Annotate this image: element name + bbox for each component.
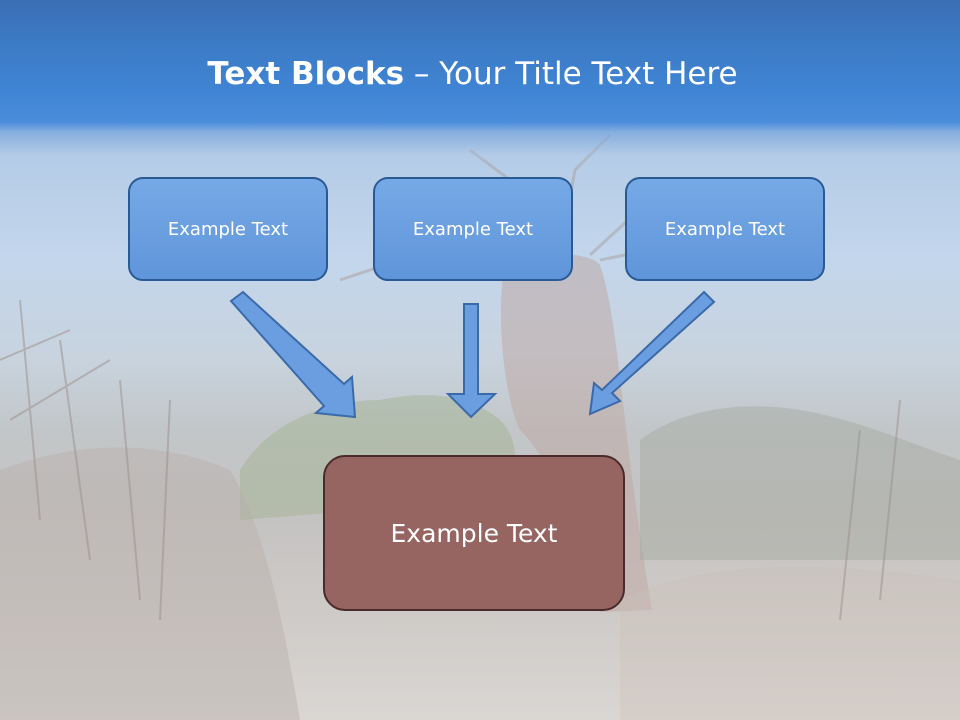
text-block-3[interactable]: Example Text: [625, 177, 825, 281]
title-rest: – Your Title Text Here: [404, 56, 738, 92]
text-block-2[interactable]: Example Text: [373, 177, 573, 281]
slide-title: Text Blocks – Your Title Text Here: [0, 52, 945, 96]
target-block[interactable]: Example Text: [323, 455, 625, 611]
title-bold: Text Blocks: [207, 56, 405, 92]
text-block-2-label: Example Text: [412, 218, 534, 240]
arrow-middle: [445, 303, 498, 419]
title-band: [0, 0, 960, 170]
arrow-left: [229, 290, 357, 419]
text-block-1-label: Example Text: [167, 218, 289, 240]
arrow-right: [588, 290, 716, 416]
text-block-3-label: Example Text: [664, 218, 786, 240]
target-block-label: Example Text: [390, 518, 558, 548]
text-block-1[interactable]: Example Text: [128, 177, 328, 281]
